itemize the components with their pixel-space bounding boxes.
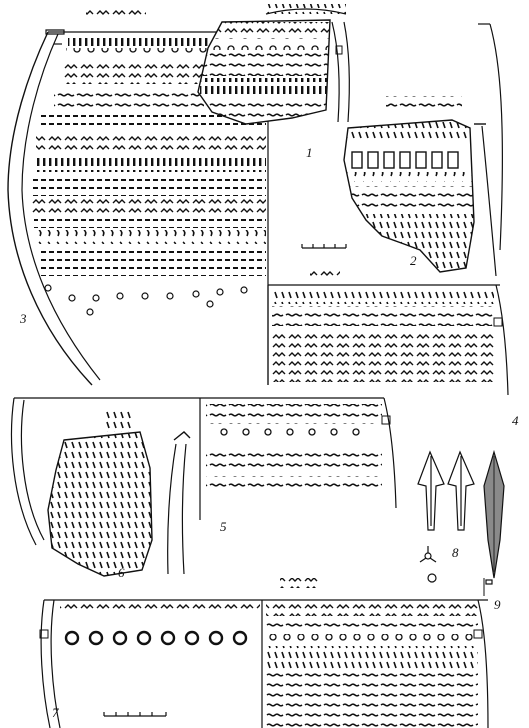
sherd-1 (197, 19, 350, 125)
ornament-strip-top (86, 4, 347, 18)
figure-label-5: 5 (220, 519, 227, 534)
vessel-5 (199, 397, 397, 520)
scale-bar-2 (103, 712, 167, 717)
vessel-6 (10, 397, 200, 577)
figure-label-3: 3 (20, 311, 27, 326)
figure-label-8: 8 (452, 545, 459, 560)
arrowheads-8 (417, 450, 475, 583)
figure-label-9: 9 (494, 597, 501, 612)
figure-label-1: 1 (306, 145, 313, 160)
sherd-2 (343, 96, 497, 277)
figure-label-2: 2 (410, 253, 417, 268)
figure-label-4: 4 (512, 413, 519, 428)
figure-label-7: 7 (52, 705, 59, 720)
vessel-profile-right (478, 23, 503, 251)
vessel-3 (7, 29, 269, 386)
vessel-7 (39, 578, 489, 728)
figure-label-6: 6 (118, 565, 125, 580)
scale-bar-1 (301, 244, 347, 249)
vessel-4 (267, 268, 509, 396)
point-9 (483, 449, 505, 585)
